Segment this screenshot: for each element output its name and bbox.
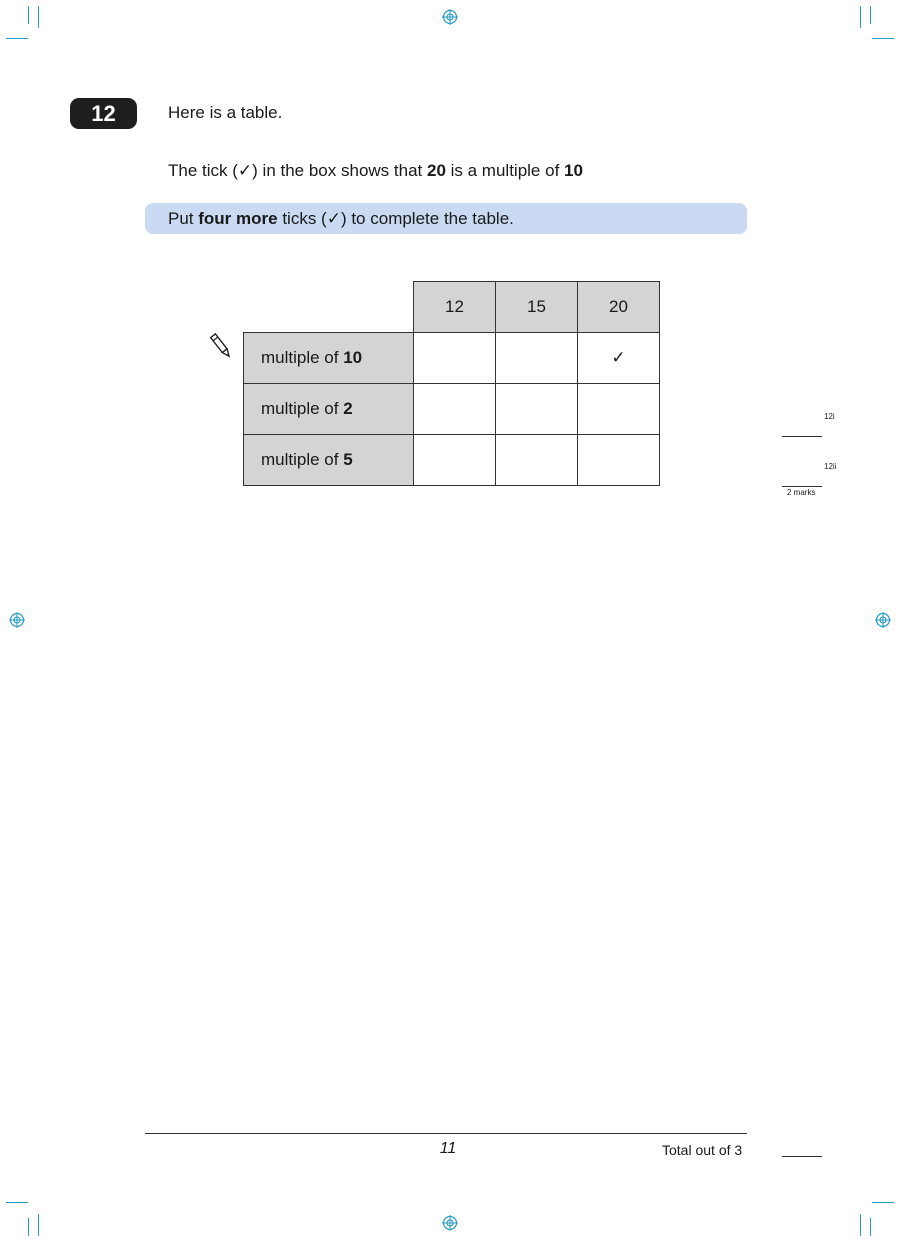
column-header: 15 bbox=[495, 281, 578, 333]
total-mark-line bbox=[782, 1156, 822, 1157]
registration-mark-icon bbox=[9, 612, 25, 628]
answer-cell[interactable] bbox=[495, 434, 578, 486]
pencil-icon bbox=[209, 332, 231, 358]
statement-text: The tick ( bbox=[168, 161, 238, 180]
column-header: 12 bbox=[413, 281, 496, 333]
answer-cell[interactable] bbox=[413, 383, 496, 435]
mark-line bbox=[782, 436, 822, 437]
row-label-number: 5 bbox=[343, 450, 353, 469]
row-header: multiple of 2 bbox=[243, 383, 414, 435]
row-header: multiple of 5 bbox=[243, 434, 414, 486]
instruction-part: ticks ( bbox=[277, 209, 327, 228]
tick-symbol: ✓ bbox=[237, 161, 253, 180]
column-header: 20 bbox=[577, 281, 660, 333]
row-label: multiple of bbox=[261, 450, 344, 469]
mark-line bbox=[782, 486, 822, 487]
question-number-badge: 12 bbox=[70, 98, 137, 129]
row-label: multiple of bbox=[261, 399, 344, 418]
answer-cell[interactable] bbox=[413, 434, 496, 486]
instruction-banner: Put four more ticks (✓) to complete the … bbox=[145, 203, 747, 234]
registration-mark-icon bbox=[875, 612, 891, 628]
table-corner bbox=[244, 282, 414, 333]
tick-symbol: ✓ bbox=[326, 209, 341, 228]
statement-number: 20 bbox=[426, 161, 446, 180]
question-statement: The tick (✓) in the box shows that 20 is… bbox=[168, 159, 583, 183]
instruction-emphasis: four more bbox=[198, 209, 278, 228]
answer-cell[interactable] bbox=[577, 383, 660, 435]
row-label: multiple of bbox=[261, 348, 344, 367]
marks-total-label: 2 marks bbox=[787, 488, 816, 497]
multiples-table: 12 15 20 multiple of 10 ✓ multiple of 2 … bbox=[243, 281, 660, 486]
instruction-text: Put four more ticks (✓) to complete the … bbox=[168, 207, 514, 231]
answer-cell[interactable] bbox=[413, 332, 496, 384]
statement-text: is a multiple of bbox=[445, 161, 565, 180]
table-row: multiple of 2 bbox=[243, 383, 660, 435]
statement-number: 10 bbox=[564, 161, 583, 180]
footer-rule bbox=[145, 1133, 747, 1134]
instruction-part: ) to complete the table. bbox=[340, 209, 514, 228]
statement-text: ) in the box shows that bbox=[252, 161, 427, 180]
row-header: multiple of 10 bbox=[243, 332, 414, 384]
row-label-number: 10 bbox=[343, 348, 363, 367]
answer-cell[interactable] bbox=[495, 383, 578, 435]
answer-cell[interactable] bbox=[577, 434, 660, 486]
table-row: multiple of 10 ✓ bbox=[243, 332, 660, 384]
table-row: multiple of 5 bbox=[243, 434, 660, 486]
page-number: 11 bbox=[439, 1140, 457, 1157]
registration-mark-icon bbox=[442, 1215, 458, 1231]
instruction-part: Put bbox=[168, 209, 199, 228]
mark-label-12i: 12i bbox=[824, 412, 835, 421]
answer-cell-ticked[interactable]: ✓ bbox=[577, 332, 660, 384]
registration-mark-icon bbox=[442, 9, 458, 25]
total-marks: Total out of 3 bbox=[662, 1142, 743, 1158]
mark-label-12ii: 12ii bbox=[824, 462, 837, 471]
answer-cell[interactable] bbox=[495, 332, 578, 384]
row-label-number: 2 bbox=[343, 399, 353, 418]
table-header-row: 12 15 20 bbox=[244, 281, 660, 333]
question-intro: Here is a table. bbox=[168, 103, 283, 122]
